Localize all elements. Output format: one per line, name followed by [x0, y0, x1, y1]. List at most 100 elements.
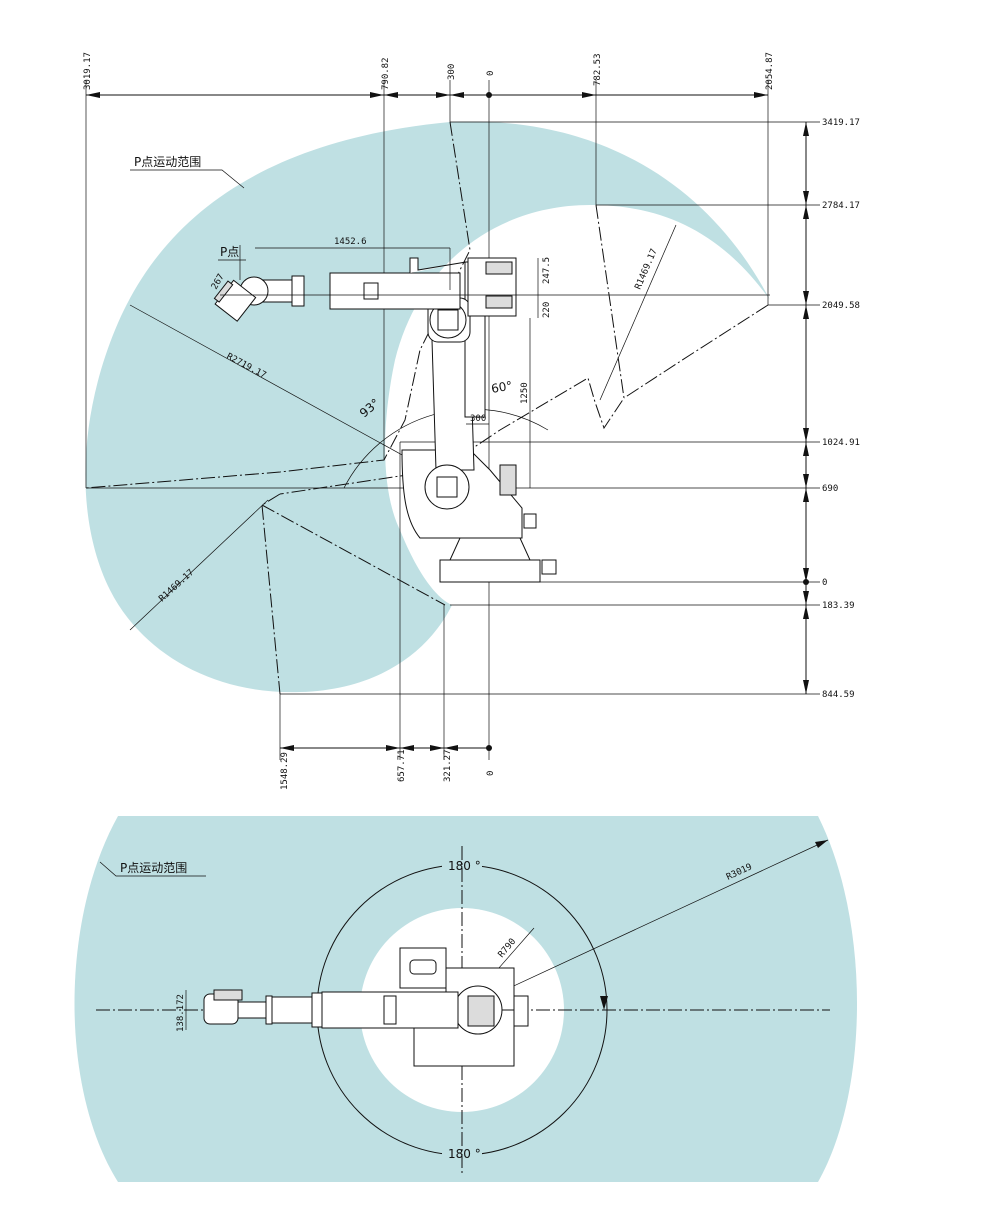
wrist-center-boundary	[261, 504, 446, 606]
arrow	[803, 488, 809, 502]
bottom-dim-label: 0	[486, 771, 496, 776]
angle-label: 60°	[490, 378, 513, 395]
radius-line	[129, 499, 269, 631]
robot-forearm	[329, 272, 461, 310]
arrow	[803, 291, 809, 305]
robot-top	[203, 947, 529, 1067]
robot-top-port	[513, 995, 529, 1027]
bottom-dim-label: 657.71	[397, 749, 407, 782]
robot-j2-cap	[436, 476, 458, 498]
robot-j2-motor	[499, 464, 517, 496]
arrow	[803, 428, 809, 442]
arm-dim-label: 247.5	[542, 257, 552, 284]
robot-base	[439, 559, 541, 583]
top-zone-label: P点运动范围	[120, 861, 187, 875]
right-dim-label: 690	[822, 484, 838, 494]
right-dim-label: 2049.58	[822, 301, 860, 311]
arrow	[803, 122, 809, 136]
arrow	[803, 205, 809, 219]
robot-top-flange	[311, 992, 323, 1028]
bottom-dim-label: 321.27	[443, 749, 453, 782]
arm-dim-label: 1250	[520, 382, 530, 404]
side-view: 3019.17 790.82 300 0 782.53 2054.87 3419…	[83, 52, 860, 790]
arrow	[400, 745, 414, 751]
robot-forearm-cable	[409, 257, 467, 273]
arm-dim-label: 300	[470, 414, 486, 424]
angle-label-bottom: 180 °	[448, 1147, 481, 1161]
arrow	[386, 745, 400, 751]
origin-dot	[486, 745, 492, 751]
arrow	[803, 442, 809, 456]
robot-top-motor-box	[399, 947, 447, 989]
wrist-center-boundary	[623, 304, 769, 399]
robot-tool-flange	[213, 279, 257, 322]
origin-dot	[803, 579, 809, 585]
p-point-label: P点	[220, 245, 239, 259]
top-dim-label: 0	[486, 71, 496, 76]
arrow	[600, 996, 608, 1010]
top-view: 180 ° 180 ° R3019 R790 P点运动范围	[74, 816, 857, 1182]
radius-line-outer	[461, 839, 829, 1011]
arrow	[803, 305, 809, 319]
robot-side	[213, 245, 770, 583]
robot-forearm-cover	[363, 282, 379, 300]
right-dim-label: 3419.17	[822, 118, 860, 128]
right-dim-label: 183.39	[822, 601, 855, 611]
arrow	[803, 591, 809, 605]
leader-line	[130, 169, 245, 189]
arrow	[803, 474, 809, 488]
arrow	[430, 745, 444, 751]
radius-line	[599, 224, 677, 401]
top-dim-label: 2054.87	[765, 52, 775, 90]
robot-top-clamp	[383, 995, 397, 1025]
angle-label-top: 180 °	[448, 859, 481, 873]
arrow	[384, 92, 398, 98]
arrow	[582, 92, 596, 98]
arrow	[280, 745, 294, 751]
arrow	[754, 92, 768, 98]
arrow	[803, 605, 809, 619]
arm-dim-label: 1452.6	[334, 237, 367, 247]
radius-label: R1469.17	[634, 247, 660, 291]
arrow	[436, 92, 450, 98]
top-dim-label: 300	[447, 64, 457, 80]
arrow	[803, 568, 809, 582]
right-dim-label: 844.59	[822, 690, 855, 700]
robot-top-ring	[265, 995, 273, 1025]
wrist-center-boundary	[261, 493, 281, 695]
side-reach-zone	[85, 121, 770, 693]
arrow	[86, 92, 100, 98]
robot-top-j1	[467, 995, 495, 1027]
robot-top-tool-cap	[213, 989, 243, 1001]
angle-arc	[343, 408, 549, 489]
robot-motor	[485, 295, 513, 309]
robot-j3-cap	[437, 309, 459, 331]
arrow	[815, 840, 828, 848]
arrow	[450, 92, 464, 98]
robot-base-ring	[449, 537, 531, 561]
top-dim-label: 790.82	[381, 57, 391, 90]
top-dim-label: 782.53	[593, 53, 603, 86]
robot-motor	[485, 261, 513, 275]
right-dim-label: 1024.91	[822, 438, 860, 448]
arrow	[803, 191, 809, 205]
top-dim-label: 3019.17	[83, 52, 93, 90]
arrow	[370, 92, 384, 98]
tool-offset-label: 138.172	[176, 994, 186, 1032]
robot-cable-port	[541, 559, 557, 575]
leader-line	[99, 861, 206, 877]
wrist-center-boundary	[85, 121, 471, 489]
bottom-dim-label: 1548.29	[280, 752, 290, 790]
right-dim-label: 2784.17	[822, 201, 860, 211]
robot-top-wrist	[271, 996, 313, 1024]
robot-top-motor	[409, 959, 437, 975]
radius-line	[129, 304, 445, 479]
arm-dim-label: 220	[542, 302, 552, 318]
robot-port	[523, 513, 537, 529]
arrow	[444, 745, 458, 751]
zone-label: P点运动范围	[134, 155, 201, 169]
robot-top-wrist-arm	[235, 1001, 267, 1019]
robot-wrist-flange	[291, 275, 305, 307]
arrow	[803, 680, 809, 694]
